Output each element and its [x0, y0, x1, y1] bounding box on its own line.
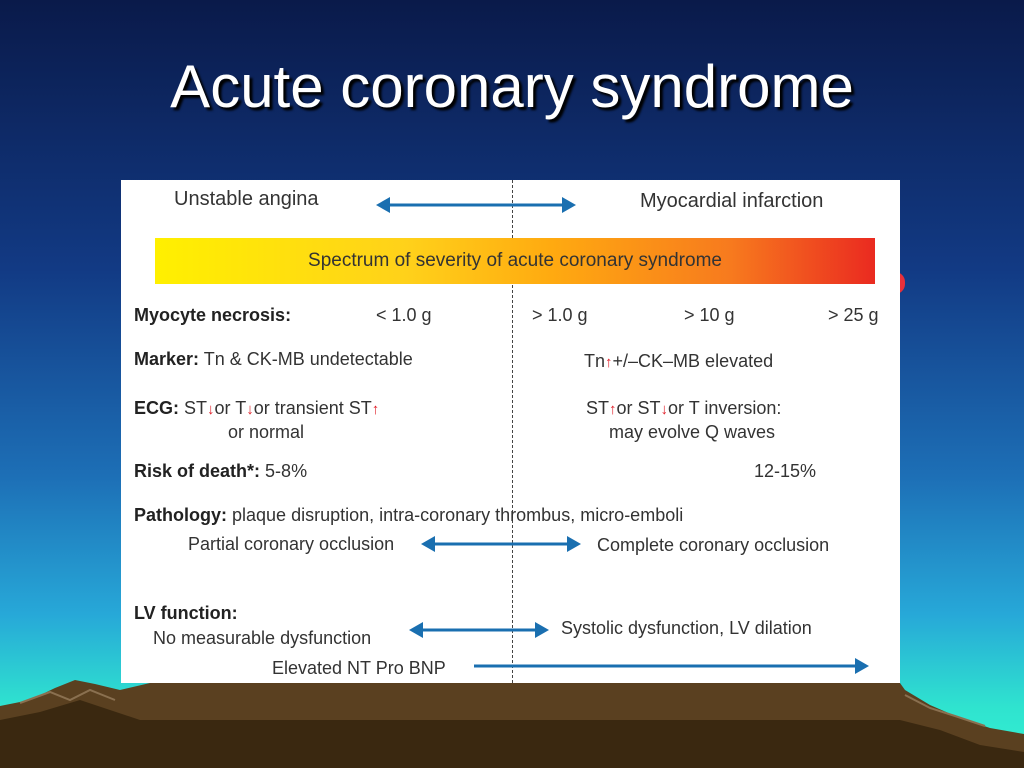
- slide-title: Acute coronary syndrome: [170, 53, 854, 120]
- necrosis-label: Myocyte necrosis:: [134, 305, 292, 325]
- necrosis-value-1: < 1.0 g: [376, 305, 432, 325]
- lv-right: Systolic dysfunction, LV dilation: [561, 618, 812, 638]
- necrosis-value-4: > 25 g: [828, 305, 879, 325]
- acs-diagram-panel: Unstable angina Myocardial infarction Sp…: [121, 180, 900, 683]
- necrosis-value-2: > 1.0 g: [532, 305, 588, 325]
- dashed-divider: [512, 180, 513, 683]
- ecg-right-st2: or ST: [616, 398, 661, 418]
- severity-spectrum-bar: Spectrum of severity of acute coronary s…: [155, 238, 875, 284]
- necrosis-value-3: > 10 g: [684, 305, 735, 325]
- lv-label: LV function:: [134, 603, 238, 623]
- marker-left-text: Tn & CK-MB undetectable: [203, 349, 413, 369]
- up-arrow-icon: ↑: [605, 354, 613, 371]
- marker-row-right: Tn↑+/–CK–MB elevated: [584, 351, 773, 372]
- unstable-angina-label: Unstable angina: [174, 188, 319, 210]
- down-arrow-icon: ↓: [207, 401, 215, 418]
- pathology-label: Pathology:: [134, 505, 227, 525]
- pathology-row: Pathology: plaque disruption, intra-coro…: [134, 505, 683, 526]
- down-arrow-icon: ↓: [246, 401, 254, 418]
- pathology-text: plaque disruption, intra-coronary thromb…: [232, 505, 684, 525]
- mountain-shadow: [0, 700, 1024, 768]
- up-arrow-icon: ↑: [609, 401, 617, 418]
- double-arrow-pathology: [421, 536, 581, 552]
- bnp-label: Elevated NT Pro BNP: [272, 658, 446, 678]
- ecg-row-left: ECG: ST↓or T↓or transient ST↑: [134, 398, 379, 419]
- marker-label: Marker:: [134, 349, 200, 369]
- myocardial-infarction-label: Myocardial infarction: [640, 190, 824, 212]
- pathology-left: Partial coronary occlusion: [188, 534, 395, 554]
- ecg-right-st: ST: [586, 398, 610, 418]
- red-marker-dot: [895, 272, 905, 294]
- ecg-right-line2: may evolve Q waves: [609, 422, 776, 442]
- right-arrow-bnp: [474, 658, 869, 674]
- spectrum-label: Spectrum of severity of acute coronary s…: [308, 250, 722, 271]
- ecg-left-st: ST: [184, 398, 208, 418]
- ecg-row-right: ST↑or ST↓or T inversion:: [586, 398, 781, 419]
- marker-right-tn: Tn: [584, 351, 606, 371]
- pathology-right: Complete coronary occlusion: [597, 535, 830, 555]
- down-arrow-icon: ↓: [660, 401, 669, 418]
- marker-right-text: +/–CK–MB elevated: [612, 351, 774, 371]
- risk-right: 12-15%: [754, 461, 817, 481]
- double-arrow-top: [376, 197, 576, 213]
- up-arrow-icon: ↑: [371, 401, 380, 418]
- ecg-label: ECG:: [134, 398, 179, 418]
- ecg-left-line2: or normal: [228, 422, 305, 442]
- ecg-left-transient: or transient ST: [253, 398, 372, 418]
- risk-row-left: Risk of death*: 5-8%: [134, 461, 307, 482]
- marker-row-left: Marker: Tn & CK-MB undetectable: [134, 349, 413, 370]
- lv-left: No measurable dysfunction: [153, 628, 372, 648]
- risk-left: 5-8%: [265, 461, 308, 481]
- risk-label: Risk of death*:: [134, 461, 261, 481]
- double-arrow-lv: [409, 622, 549, 638]
- ecg-left-t: or T: [214, 398, 247, 418]
- ecg-right-inversion: or T inversion:: [668, 398, 782, 418]
